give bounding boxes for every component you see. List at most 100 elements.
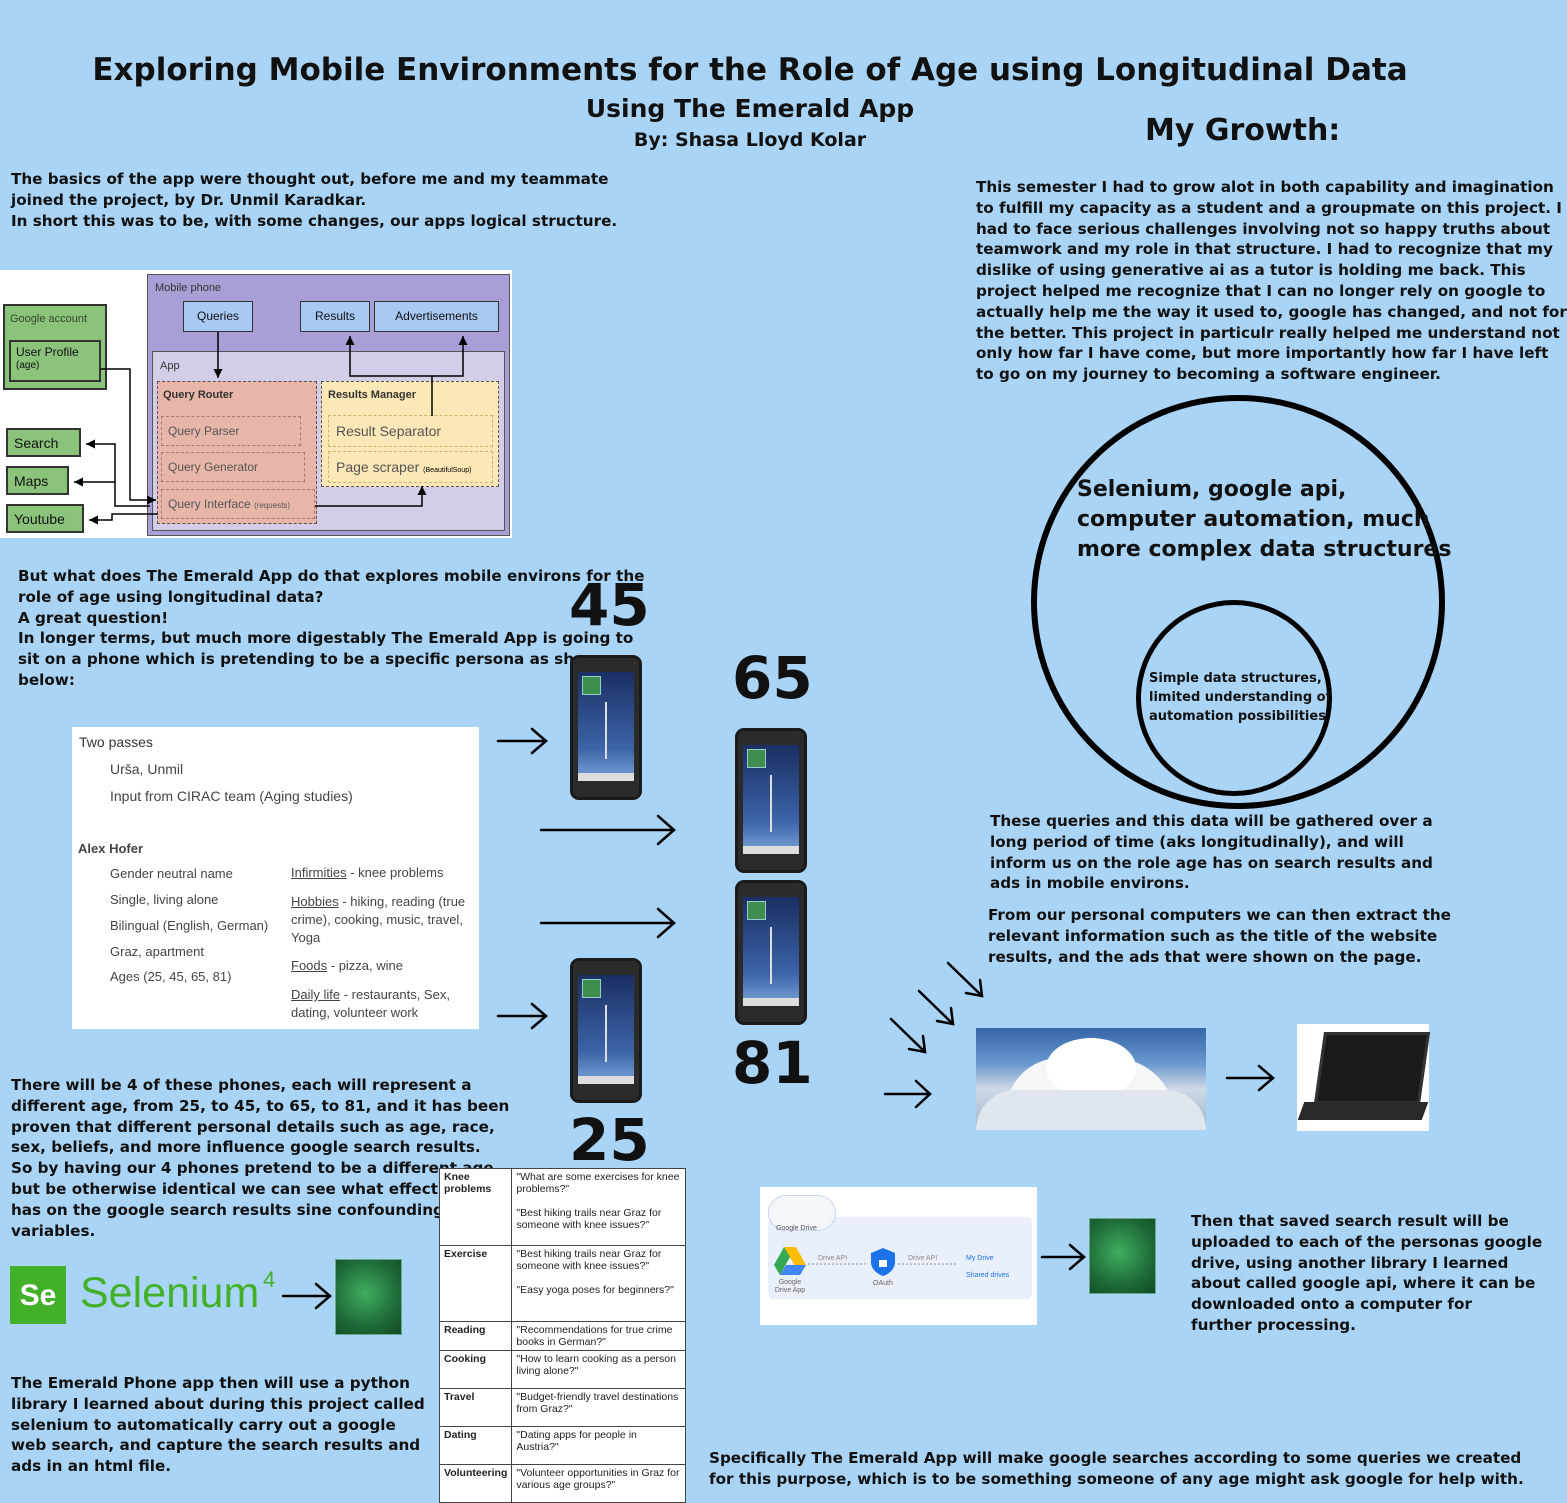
result-separator-box: Result Separator [328, 415, 493, 447]
persona-panel: Two passes Urša, Unmil Input from CIRAC … [72, 727, 479, 1029]
daily-life: Daily life - restaurants, Sex, dating, v… [291, 987, 450, 1020]
two-passes-label: Two passes [79, 734, 153, 750]
arrow-diag-3 [946, 961, 984, 998]
queries-box: Queries [183, 301, 253, 332]
table-row: Dating"Dating apps for people in Austria… [438, 1426, 686, 1465]
extract-text: From our personal computers we can then … [988, 906, 1451, 966]
mobile-phone-label: Mobile phone [155, 282, 222, 294]
user-profile-box: User Profile (age) [9, 340, 101, 382]
app-label: App [160, 360, 180, 372]
question-text: But what does The Emerald App do that ex… [18, 567, 645, 689]
persona-attr: Graz, apartment [110, 944, 204, 959]
flow-arrows [281, 727, 1275, 1310]
diagram-connectors [74, 332, 468, 525]
selenium-logo: Se Selenium 4 [10, 1263, 310, 1329]
longitudinal-text: These queries and this data will be gath… [990, 812, 1433, 893]
outer-circle-text: Selenium, google api, computer automatio… [1077, 477, 1452, 562]
persona-attr: Ages (25, 45, 65, 81) [110, 969, 232, 984]
outer-growth-circle [1031, 395, 1445, 809]
youtube-box: Youtube [6, 504, 84, 533]
poster-subtitle: Using The Emerald App [585, 94, 915, 123]
query-parser-box: Query Parser [161, 416, 301, 446]
selenium-version: 4 [263, 1267, 276, 1292]
arrow-to-45 [496, 727, 548, 755]
query-generator-box: Query Generator [161, 452, 305, 482]
age-65: 65 [732, 644, 813, 712]
emerald-icon [747, 901, 766, 920]
emerald-icon [582, 676, 601, 695]
age-81: 81 [732, 1029, 813, 1097]
phone-45 [570, 655, 642, 800]
table-row: Travel"Budget-friendly travel destinatio… [438, 1388, 686, 1427]
phone-25 [570, 958, 642, 1103]
query-router-label: Query Router [163, 389, 234, 401]
growth-heading: My Growth: [1145, 113, 1341, 148]
results-manager-box [321, 381, 499, 487]
drive-api-label: Drive API [818, 1255, 848, 1262]
arrow-to-81 [539, 907, 676, 939]
laptop-image [1297, 1024, 1431, 1131]
oauth-shield-icon [871, 1248, 895, 1276]
table-row: Knee problems"What are some exercises fo… [438, 1168, 686, 1246]
my-drive-label: My Drive [966, 1255, 994, 1262]
age-45: 45 [569, 571, 650, 639]
persona-attr: Gender neutral name [110, 866, 233, 881]
gdrive-title: Google Drive [776, 1225, 817, 1232]
query-interface-box: Query Interface (requests) [161, 489, 315, 519]
phone-65 [735, 728, 807, 873]
google-account-label: Google account [10, 313, 88, 325]
google-drive-diagram: Google Drive Google Drive App Drive API … [760, 1187, 1037, 1325]
query-table: Knee problems"What are some exercises fo… [438, 1168, 686, 1503]
growth-text: This semester I had to grow alot in both… [976, 178, 1567, 384]
architecture-diagram: Mobile phone Queries Results Advertiseme… [0, 270, 512, 538]
cloud-image [976, 1028, 1206, 1130]
results-box: Results [300, 301, 370, 332]
intro-text: The basics of the app were thought out, … [11, 170, 618, 230]
poster-byline: By: Shasa Lloyd Kolar [633, 129, 867, 151]
arrow-to-cloud [883, 1079, 932, 1109]
search-box: Search [6, 428, 81, 457]
advertisements-box: Advertisements [374, 301, 499, 332]
oauth-label: OAuth [873, 1280, 893, 1287]
table-row: Exercise"Best hiking trails near Graz fo… [438, 1245, 686, 1322]
gdrive-connectors [808, 1263, 958, 1265]
table-row: Volunteering"Volunteer opportunities in … [438, 1464, 686, 1503]
cirac-input: Input from CIRAC team (Aging studies) [110, 788, 353, 804]
hobbies: Hobbies - hiking, reading (true crime), … [291, 894, 466, 945]
persona-attr: Single, living alone [110, 892, 219, 907]
arrow-to-65 [539, 814, 676, 846]
selenium-wordmark: Selenium [80, 1269, 260, 1317]
page-scraper-box: Page scraper (BeautifulSoup) [328, 451, 493, 483]
persona-names: Urša, Unmil [110, 761, 184, 777]
results-manager-label: Results Manager [328, 389, 417, 401]
arrow-to-25 [496, 1002, 548, 1030]
gdrive-app-label: Google Drive App [774, 1279, 806, 1294]
arrow-diag-2 [917, 989, 955, 1026]
drive-api-label-2: Drive API [908, 1255, 938, 1262]
persona-attr: Bilingual (English, German) [110, 918, 269, 933]
table-row: Reading"Recommendations for true crime b… [438, 1321, 686, 1351]
emerald-app-icon-2 [1089, 1218, 1156, 1294]
emerald-app-icon [335, 1259, 402, 1335]
selenium-badge-icon: Se [10, 1266, 66, 1324]
selenium-text: The Emerald Phone app then will use a py… [11, 1374, 425, 1476]
maps-box: Maps [6, 466, 69, 495]
persona-name: Alex Hofer [78, 841, 144, 856]
emerald-icon [582, 979, 601, 998]
arrow-cloud-laptop [1225, 1064, 1275, 1092]
arrow-diag-1 [889, 1017, 927, 1054]
shared-drives-label: Shared drives [966, 1272, 1010, 1279]
poster-title: Exploring Mobile Environments for the Ro… [92, 52, 1408, 88]
infirmities: Infirmities - knee problems [291, 865, 444, 880]
phones-text: There will be 4 of these phones, each wi… [11, 1076, 510, 1240]
emerald-icon [747, 749, 766, 768]
google-drive-icon [774, 1247, 806, 1275]
specific-queries-text: Specifically The Emerald App will make g… [709, 1449, 1524, 1488]
upload-text: Then that saved search result will be up… [1191, 1212, 1543, 1334]
foods: Foods - pizza, wine [291, 958, 404, 973]
arrow-drive [1040, 1243, 1086, 1271]
inner-growth-circle [1136, 600, 1332, 796]
arrow-selenium [281, 1282, 332, 1310]
inner-circle-text: Simple data structures, limited understa… [1149, 671, 1332, 724]
phone-81 [735, 880, 807, 1025]
